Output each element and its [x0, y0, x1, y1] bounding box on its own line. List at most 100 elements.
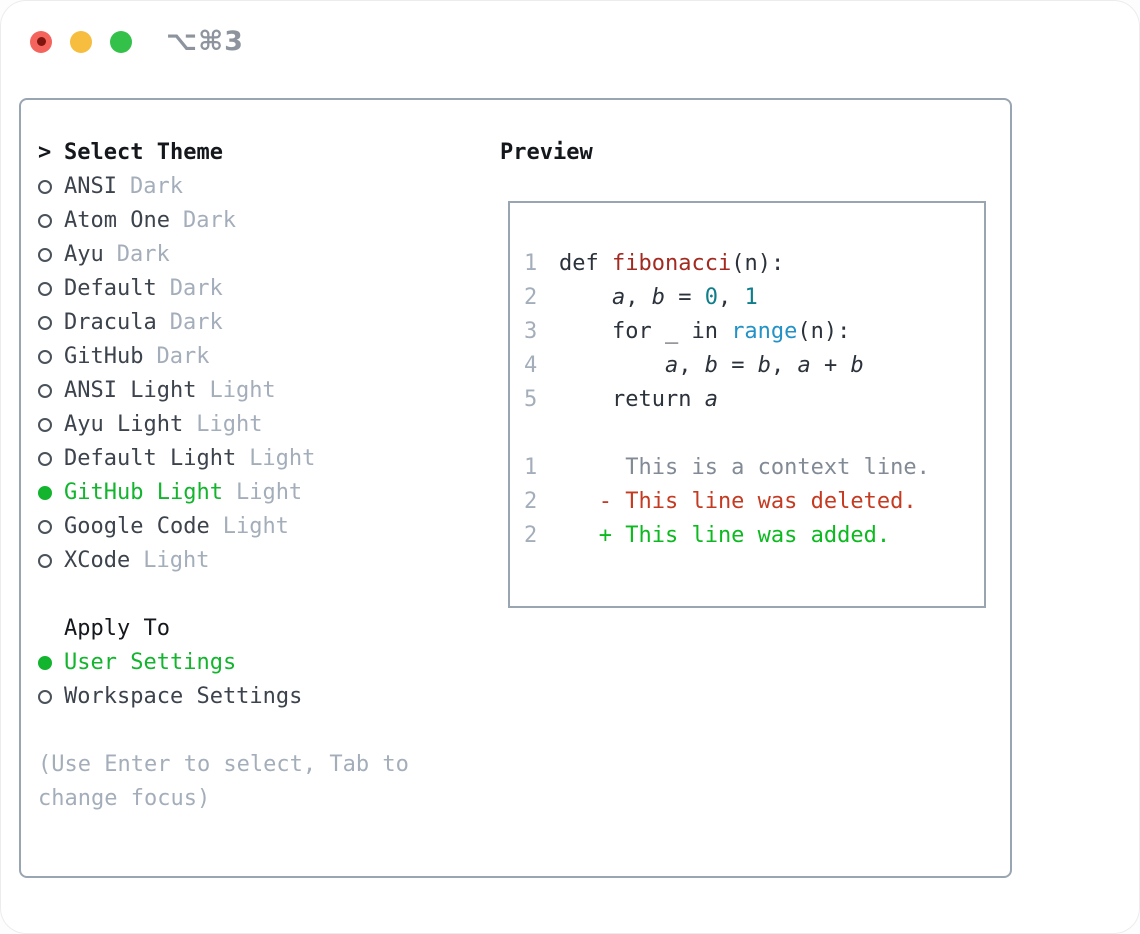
code-token: range [731, 319, 798, 344]
close-button[interactable] [30, 30, 52, 53]
code-token [559, 353, 665, 378]
code-token: This is a context line. [559, 455, 930, 480]
select-theme-header: > Select Theme [38, 136, 478, 170]
window-titlebar: ⌥⌘3 [30, 26, 244, 57]
line-number: 4 [524, 353, 538, 378]
hint-text: (Use Enter to select, Tab to change focu… [38, 752, 409, 811]
radio-icon [38, 690, 52, 704]
code-token: (n): [731, 251, 785, 276]
theme-name: Google Code [64, 514, 210, 539]
spacer [38, 578, 478, 612]
theme-variant: Light [143, 548, 210, 573]
radio-selected-icon [38, 656, 52, 670]
theme-name: Default Light [64, 446, 237, 471]
radio-icon [38, 452, 52, 466]
line-number: 1 [524, 455, 538, 480]
maximize-button[interactable] [110, 30, 132, 53]
code-token: (n): [797, 319, 851, 344]
code-token: def [559, 251, 612, 276]
code-token: = [717, 353, 758, 378]
theme-variant: Dark [169, 276, 223, 301]
theme-name: GitHub [64, 344, 144, 369]
radio-icon [38, 554, 52, 568]
theme-variant: Dark [182, 208, 236, 233]
theme-variant: Dark [169, 310, 223, 335]
code-token: = [664, 285, 705, 310]
code-token: 1 [744, 285, 758, 310]
apply-option-label: User Settings [64, 650, 237, 675]
radio-column [38, 520, 64, 534]
radio-column [38, 384, 64, 398]
radio-selected-icon [38, 486, 52, 500]
minimize-button[interactable] [70, 30, 92, 53]
radio-column [38, 452, 64, 466]
code-token: , [717, 285, 745, 310]
code-token: + [810, 353, 851, 378]
theme-variant: Dark [156, 344, 210, 369]
radio-column [38, 690, 64, 704]
radio-column [38, 316, 64, 330]
radio-icon [38, 350, 52, 364]
code-line: 3 for _ in range(n): [524, 315, 984, 349]
theme-option[interactable]: ANSI Dark [38, 170, 478, 204]
radio-icon [38, 180, 52, 194]
code-token: , [625, 285, 652, 310]
line-number: 2 [524, 489, 538, 514]
theme-name: ANSI Light [64, 378, 197, 403]
radio-column [38, 418, 64, 432]
theme-option[interactable]: ANSI Light Light [38, 374, 478, 408]
theme-variant: Dark [116, 242, 170, 267]
theme-variant: Light [209, 378, 276, 403]
radio-column [38, 350, 64, 364]
radio-column [38, 214, 64, 228]
theme-name: Dracula [64, 310, 157, 335]
code-token: for _ in [559, 319, 732, 344]
apply-option[interactable]: Workspace Settings [38, 680, 478, 714]
code-token: b [651, 285, 665, 310]
theme-option[interactable]: Dracula Dark [38, 306, 478, 340]
code-token: b [704, 353, 718, 378]
theme-option[interactable]: GitHub Dark [38, 340, 478, 374]
code-token: a [797, 353, 811, 378]
code-token: b [757, 353, 771, 378]
theme-option[interactable]: Default Light Light [38, 442, 478, 476]
radio-column [38, 248, 64, 262]
code-line: 4 a, b = b, a + b [524, 349, 984, 383]
theme-variant: Light [235, 480, 303, 505]
theme-variant: Dark [129, 174, 183, 199]
theme-name: Ayu Light [64, 412, 184, 437]
line-number: 5 [524, 387, 538, 412]
apply-option-label: Workspace Settings [64, 684, 303, 709]
radio-column [38, 282, 64, 296]
radio-column [38, 554, 64, 568]
code-token: + This line was added. [559, 523, 891, 548]
code-line: 5 return a [524, 383, 984, 417]
window-shortcut-label: ⌥⌘3 [166, 26, 244, 57]
radio-column [38, 486, 64, 500]
code-token: - This line was deleted. [559, 489, 917, 514]
code-token: , [678, 353, 705, 378]
radio-icon [38, 418, 52, 432]
apply-to-header: Apply To [64, 616, 170, 641]
line-number: 3 [524, 319, 538, 344]
theme-name: ANSI [64, 174, 117, 199]
theme-variant: Light [249, 446, 316, 471]
line-number: 2 [524, 523, 538, 548]
preview-title: Preview [500, 140, 593, 165]
apply-option[interactable]: User Settings [38, 646, 478, 680]
radio-column [38, 180, 64, 194]
line-number: 2 [524, 285, 538, 310]
radio-column [38, 656, 64, 670]
code-token: , [770, 353, 798, 378]
